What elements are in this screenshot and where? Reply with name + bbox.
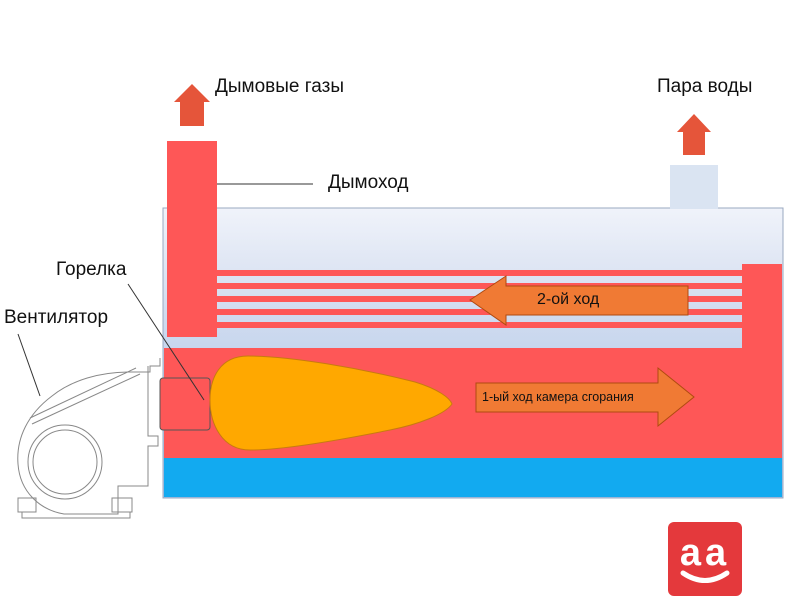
fire-tube bbox=[217, 270, 743, 276]
fire-tube bbox=[217, 283, 743, 289]
chimney-label: Дымоход bbox=[328, 172, 409, 193]
first-pass-arrow bbox=[475, 366, 695, 428]
logo: aa bbox=[668, 522, 742, 596]
burner-leader-line bbox=[127, 283, 205, 401]
fan-blade-line bbox=[29, 367, 137, 419]
fan-base bbox=[21, 512, 131, 519]
fan-wheel bbox=[27, 424, 103, 500]
water-bottom-band bbox=[164, 458, 782, 497]
steam-up-arrow bbox=[677, 114, 711, 155]
fan-foot bbox=[111, 497, 133, 513]
flue-gas-up-arrow bbox=[174, 84, 210, 126]
rear-chamber bbox=[742, 264, 782, 458]
chimney bbox=[167, 141, 217, 337]
fan-wheel-inner bbox=[32, 429, 98, 495]
first-pass-label: 1-ый ход камера сгорания bbox=[482, 390, 634, 404]
fan-leader-line bbox=[17, 333, 41, 397]
fan-housing bbox=[17, 358, 161, 515]
fire-tube bbox=[217, 309, 743, 315]
fan-label: Вентилятор bbox=[4, 307, 109, 328]
second-pass-label: 2-ой ход bbox=[537, 291, 600, 308]
steam-dome bbox=[670, 165, 718, 209]
burner-label: Горелка bbox=[56, 259, 127, 280]
logo-smile bbox=[680, 570, 730, 583]
flue-gases-label: Дымовые газы bbox=[215, 76, 344, 97]
second-pass-arrow bbox=[469, 275, 689, 326]
fan-drawing bbox=[17, 358, 161, 519]
flame bbox=[209, 355, 453, 451]
burner-housing bbox=[159, 377, 211, 431]
fan-foot bbox=[17, 497, 37, 513]
logo-text: aa bbox=[680, 532, 730, 574]
fire-tube bbox=[217, 322, 743, 328]
fan-blade-line bbox=[31, 373, 141, 425]
water-steam-label: Пара воды bbox=[657, 76, 753, 97]
